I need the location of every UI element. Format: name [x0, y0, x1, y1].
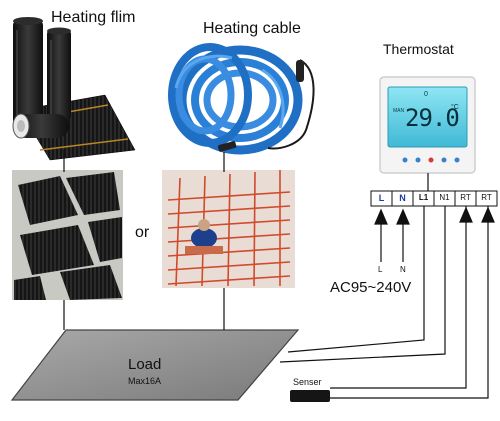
terminal-label: RT — [481, 193, 492, 202]
load-max-label: Max16A — [128, 376, 162, 386]
senser-label: Senser — [293, 377, 322, 387]
lcd-unit: °C — [451, 104, 459, 111]
lcd-top-digit: 0 — [424, 91, 428, 98]
arrow-n-label: N — [400, 265, 406, 274]
thermostat-label: Thermostat — [383, 41, 454, 57]
terminal-label: L — [378, 193, 385, 203]
load-plate — [10, 329, 300, 401]
thermostat-device-image — [379, 76, 476, 174]
arrows — [374, 206, 495, 262]
terminal-label: L1 — [418, 193, 429, 202]
or-label: or — [135, 224, 150, 241]
terminal-label: N — [399, 193, 406, 203]
terminal-label: RT — [460, 193, 471, 202]
heating-film-product-image — [12, 17, 136, 161]
arrow-l-label: L — [378, 265, 383, 274]
film-installation-photo — [12, 170, 123, 300]
wiring-lines — [63, 150, 489, 399]
lcd-mode-text: MAN — [393, 108, 405, 114]
heating-film-label: Heating flim — [51, 9, 136, 26]
load-label: Load — [128, 356, 162, 373]
heating-cable-product-image — [168, 43, 315, 155]
terminal-block — [370, 190, 498, 207]
senser-probe — [290, 390, 330, 402]
voltage-label: AC95~240V — [330, 279, 412, 296]
heating-cable-label: Heating cable — [203, 20, 301, 37]
cable-installation-photo — [162, 170, 295, 288]
lcd-temperature: 29.0 — [405, 104, 460, 132]
terminal-label: N1 — [439, 193, 450, 202]
